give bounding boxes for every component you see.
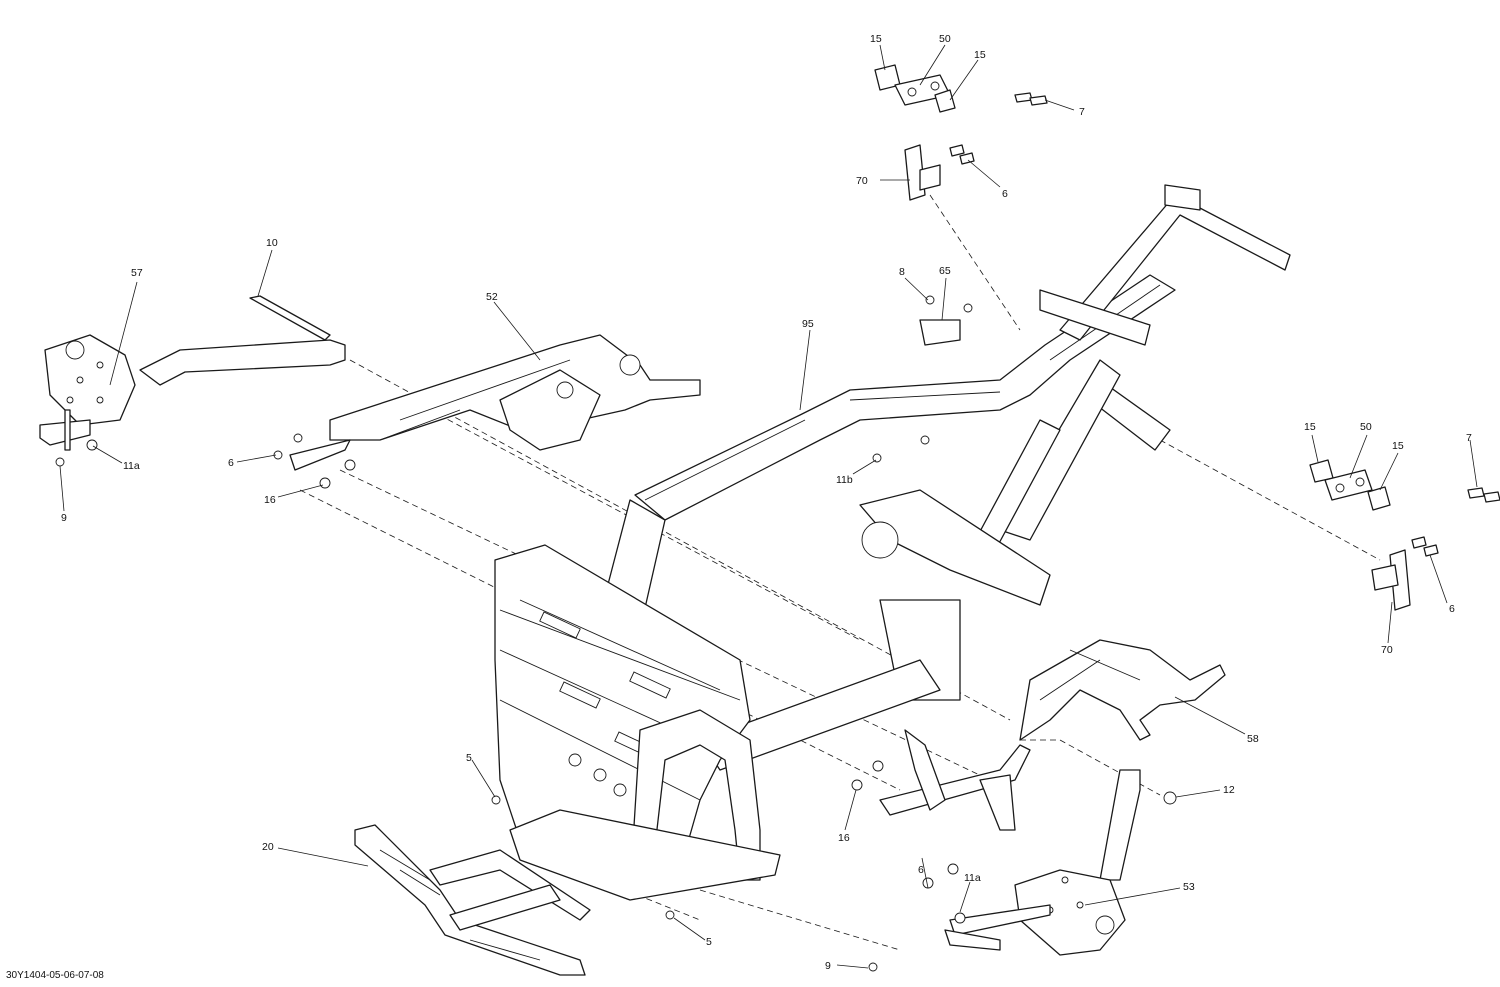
callout-65: 65 <box>939 265 951 277</box>
callout-7b: 7 <box>1466 432 1472 444</box>
callout-16-left: 16 <box>264 494 276 506</box>
callout-5-bottom: 5 <box>706 936 712 948</box>
callout-9-bottom: 9 <box>825 960 831 972</box>
callout-10: 10 <box>266 237 278 249</box>
callout-6-right: 6 <box>1449 603 1455 615</box>
callout-7a: 7 <box>1079 106 1085 118</box>
callout-11a-left: 11a <box>123 460 140 472</box>
callout-58: 58 <box>1247 733 1259 745</box>
callout-5-top: 5 <box>466 752 472 764</box>
left-suspension-support <box>289 334 701 471</box>
callout-12: 12 <box>1223 784 1235 796</box>
callout-6-left: 6 <box>228 457 234 469</box>
callouts: 15 50 15 7 70 6 10 57 52 95 8 65 11a 9 6… <box>61 33 1472 972</box>
callout-20: 20 <box>262 841 274 853</box>
callout-50a: 50 <box>939 33 951 45</box>
callout-15a: 15 <box>870 33 882 45</box>
callout-15c: 15 <box>1304 421 1316 433</box>
callout-70b: 70 <box>1381 644 1393 656</box>
main-frame <box>494 184 1291 901</box>
fasteners <box>55 295 1177 972</box>
callout-16-mid: 16 <box>838 832 850 844</box>
callout-95: 95 <box>802 318 814 330</box>
skid-plate <box>354 824 591 976</box>
callout-11a-right: 11a <box>964 872 981 884</box>
callout-15b: 15 <box>974 49 986 61</box>
callout-6-mid: 6 <box>918 864 924 876</box>
callout-15d: 15 <box>1392 440 1404 452</box>
right-lateral-bar <box>879 639 1226 831</box>
upper-hardware-group <box>874 64 1048 201</box>
callout-53: 53 <box>1183 881 1195 893</box>
right-bracket <box>944 769 1141 956</box>
callout-70a: 70 <box>856 175 868 187</box>
callout-6a: 6 <box>1002 188 1008 200</box>
callout-8: 8 <box>899 266 905 278</box>
callout-50b: 50 <box>1360 421 1372 433</box>
right-hardware-group <box>1309 459 1500 611</box>
callout-57: 57 <box>131 267 143 279</box>
drawing-reference: 30Y1404-05-06-07-08 <box>6 970 104 981</box>
callout-52: 52 <box>486 291 498 303</box>
left-lateral-bar <box>39 334 346 451</box>
callout-9-left: 9 <box>61 512 67 524</box>
callout-11b: 11b <box>836 474 853 486</box>
leader-lines <box>59 44 1478 969</box>
